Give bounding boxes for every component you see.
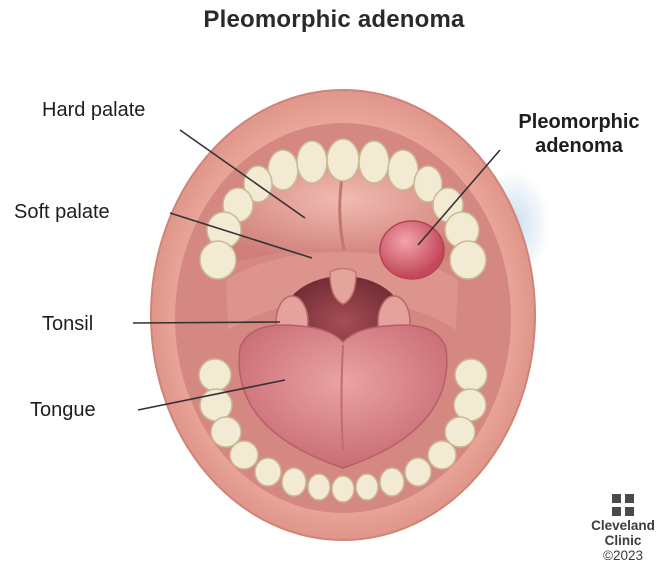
label-tonsil: Tonsil [42, 312, 93, 336]
pleomorphic-adenoma-mass [380, 221, 444, 279]
label-soft-palate: Soft palate [14, 200, 110, 224]
label-adenoma-line2: adenoma [492, 134, 666, 158]
logo-line2: Clinic [580, 533, 666, 548]
copyright: ©2023 [580, 548, 666, 564]
label-adenoma-line1: Pleomorphic [492, 110, 666, 134]
cleveland-clinic-logo: Cleveland Clinic ©2023 [580, 494, 666, 564]
logo-line1: Cleveland [580, 518, 666, 533]
cleveland-clinic-mark-icon [612, 494, 634, 516]
label-hard-palate: Hard palate [42, 98, 145, 122]
label-pleomorphic-adenoma: Pleomorphic adenoma [492, 110, 666, 158]
leader-tonsil [133, 322, 280, 323]
label-tongue: Tongue [30, 398, 96, 422]
